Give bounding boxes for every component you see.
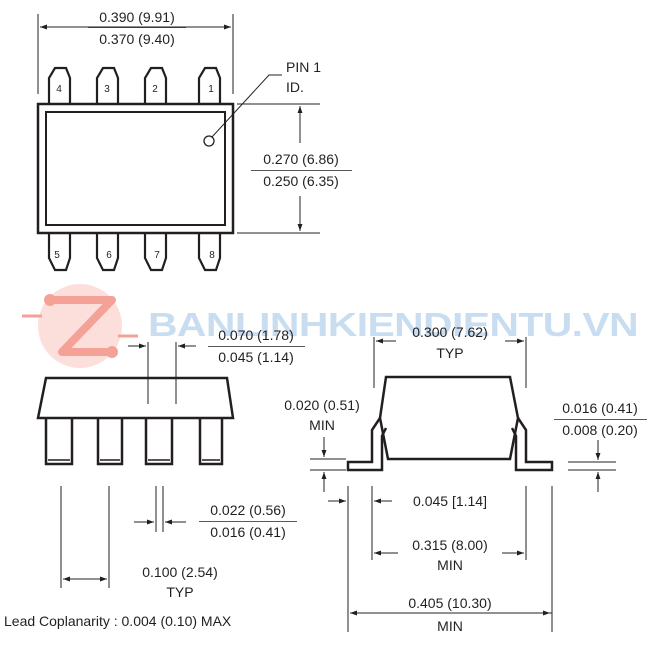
- bottom-pin-5: [47, 234, 72, 272]
- pin-number: 2: [152, 84, 158, 95]
- top-pin-3: [95, 66, 120, 103]
- pin1-id-label: ID.: [286, 79, 304, 95]
- side-lead-4: [198, 418, 224, 466]
- package-body-outer: [36, 102, 235, 235]
- foot-length-label: 0.045 [1.14]: [413, 493, 487, 509]
- pin1-indicator-dot: [203, 135, 215, 147]
- pin1-label: PIN 1: [286, 59, 321, 75]
- lead-width-min-label: 0.016 (0.41): [210, 524, 286, 540]
- pin-number: 7: [154, 250, 160, 261]
- pitch-label: 0.100 (2.54): [142, 564, 218, 580]
- coplanarity-note: Lead Coplanarity : 0.004 (0.10) MAX: [4, 613, 232, 629]
- lead-width-max-label: 0.022 (0.56): [210, 502, 286, 518]
- end-lead-right: [510, 417, 554, 472]
- bottom-pin-7: [143, 234, 168, 272]
- bottom-pin-6: [95, 234, 120, 272]
- pin-number: 4: [56, 84, 62, 95]
- end-view: 0.300 (7.62) TYP 0.020 (0.51) MIN 0.016 …: [284, 324, 647, 634]
- pitch-note-label: TYP: [166, 584, 193, 600]
- top-pin-1: [197, 66, 222, 103]
- pin1-leader-line: [211, 74, 282, 138]
- inner-span-label: 0.315 (8.00): [412, 537, 488, 553]
- watermark: BANLINHKIENDIENTU.VN: [22, 284, 639, 368]
- height-max-label: 0.270 (6.86): [263, 151, 339, 167]
- end-lead-left: [346, 417, 388, 472]
- pin-number: 6: [106, 250, 112, 261]
- body-width-note-label: TYP: [436, 345, 463, 361]
- pin-number: 8: [209, 250, 215, 261]
- outer-span-label: 0.405 (10.30): [408, 595, 491, 611]
- pin-number: 5: [54, 250, 60, 261]
- top-pin-4: [47, 66, 72, 103]
- end-body: [378, 375, 520, 461]
- body-width-label: 0.300 (7.62): [412, 324, 488, 340]
- width-max-label: 0.390 (9.91): [99, 9, 175, 25]
- side-body: [36, 376, 235, 420]
- lead-thk-min-label: 0.008 (0.20): [562, 422, 638, 438]
- inner-span-note-label: MIN: [437, 557, 463, 573]
- package-body-inner: [45, 111, 226, 226]
- pin-number: 3: [104, 84, 110, 95]
- top-view: 0.390 (9.91) 0.370 (9.40) 4 3 2 1 PIN 1 …: [36, 9, 352, 272]
- side-leads: [44, 418, 224, 466]
- pin-number: 1: [208, 84, 214, 95]
- top-pins: 4 3 2 1: [47, 66, 222, 103]
- top-pin-2: [143, 66, 168, 103]
- lead-thk-max-label: 0.016 (0.41): [562, 400, 638, 416]
- watermark-logo: [22, 284, 138, 368]
- side-lead-3: [144, 418, 174, 466]
- outer-span-note-label: MIN: [437, 618, 463, 634]
- side-lead-2: [96, 418, 124, 466]
- height-min-label: 0.250 (6.35): [263, 173, 339, 189]
- bottom-pins: 5 6 7 8: [47, 234, 222, 272]
- standoff-label: 0.020 (0.51): [284, 397, 360, 413]
- bottom-pin-8: [197, 234, 222, 272]
- watermark-text: BANLINHKIENDIENTU.VN: [148, 306, 638, 343]
- side-lead-1: [44, 418, 74, 466]
- pin-width-min-label: 0.045 (1.14): [218, 349, 294, 365]
- pin-width-max-label: 0.070 (1.78): [218, 327, 294, 343]
- standoff-note-label: MIN: [309, 417, 335, 433]
- side-view: 0.070 (1.78) 0.045 (1.14) 0.022 (0.56) 0…: [36, 327, 305, 600]
- width-min-label: 0.370 (9.40): [99, 31, 175, 47]
